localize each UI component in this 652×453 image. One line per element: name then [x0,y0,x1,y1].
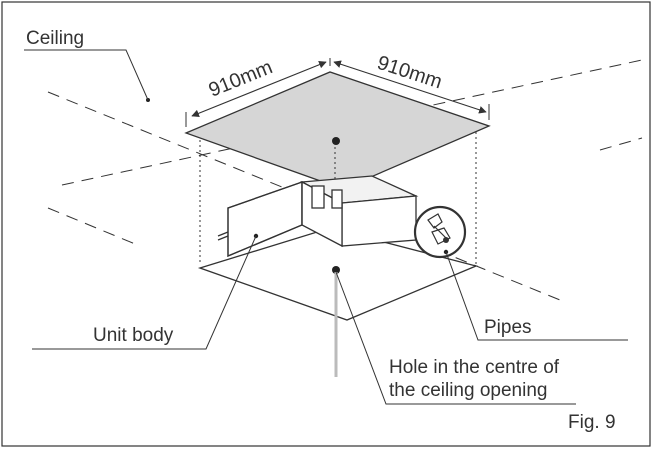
dimension-lines [185,58,490,127]
pipes-leader [445,251,628,341]
hole-leader [335,271,576,405]
ceiling-leader [24,49,149,101]
unit-body [217,175,419,257]
ceiling-label: Ceiling [26,28,84,49]
figure-number: Fig. 9 [568,412,616,433]
hole-label-line1: Hole in the centre of [389,357,560,378]
dimension-left-label: 910mm [206,56,276,101]
pipes-label: Pipes [484,317,532,338]
hole-label-line2: the ceiling opening [389,380,547,401]
panel-centre-dot [332,266,340,274]
unit-body-leader [32,235,257,350]
opening-centre-dot [332,137,340,145]
pipes-detail [413,205,467,259]
ceiling-panel [197,227,479,321]
unit-body-label: Unit body [93,325,174,346]
